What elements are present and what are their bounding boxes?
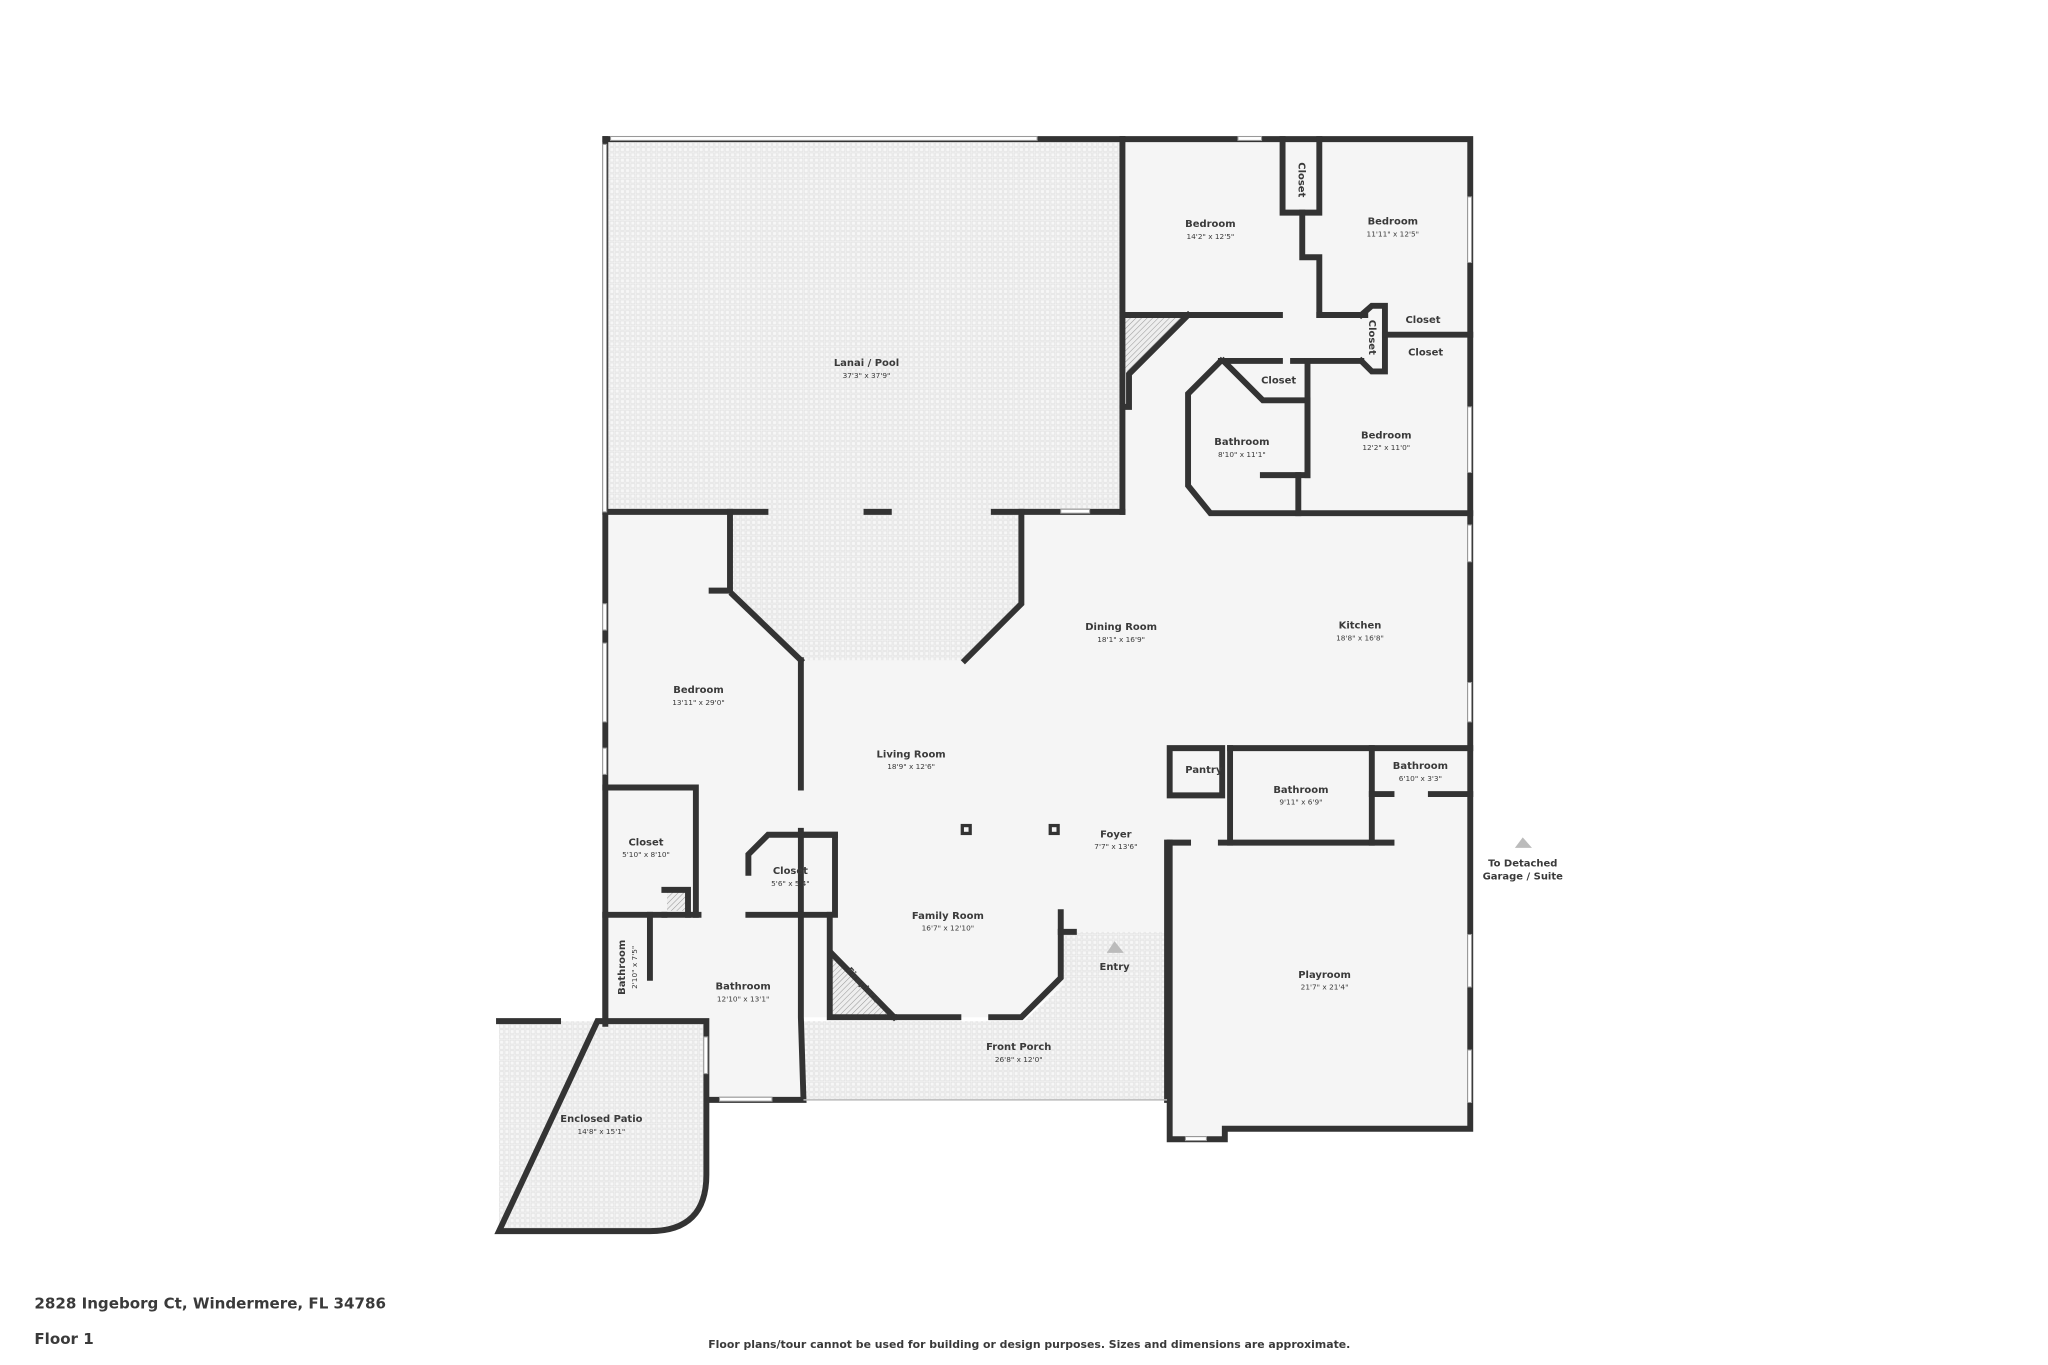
disclaimer: Floor plans/tour cannot be used for buil… xyxy=(708,1338,1350,1351)
svg-text:Bathroom: Bathroom xyxy=(617,940,628,995)
room-closet-b: Closet xyxy=(1405,315,1440,326)
floor-label: Floor 1 xyxy=(34,1330,93,1348)
room-bedroom-1: Bedroom 14'2" x 12'5" xyxy=(1185,219,1236,241)
svg-text:Bathroom: Bathroom xyxy=(1273,785,1328,796)
room-playroom: Playroom 21'7" x 21'4" xyxy=(1298,970,1351,992)
svg-text:Foyer: Foyer xyxy=(1100,829,1132,840)
svg-text:5'6" x 5'4": 5'6" x 5'4" xyxy=(771,879,809,888)
svg-text:12'2" x 11'0": 12'2" x 11'0" xyxy=(1362,443,1410,452)
room-closet-d: Closet xyxy=(1366,320,1377,355)
svg-text:11'11" x 12'5": 11'11" x 12'5" xyxy=(1367,229,1420,238)
svg-text:Bedroom: Bedroom xyxy=(1185,219,1236,230)
svg-text:Front Porch: Front Porch xyxy=(986,1042,1051,1053)
svg-text:To Detached: To Detached xyxy=(1488,858,1557,869)
svg-text:2'10" x 7'5": 2'10" x 7'5" xyxy=(630,946,639,989)
room-bedroom-4: Bedroom 13'11" x 29'0" xyxy=(672,685,725,707)
svg-text:Bedroom: Bedroom xyxy=(1361,430,1412,441)
svg-text:9'11" x 6'9": 9'11" x 6'9" xyxy=(1279,798,1322,807)
room-bedroom-3: Bedroom 12'2" x 11'0" xyxy=(1361,430,1412,452)
svg-text:Bathroom: Bathroom xyxy=(1214,437,1269,448)
svg-text:16'7" x 12'10": 16'7" x 12'10" xyxy=(922,924,975,933)
svg-text:Garage / Suite: Garage / Suite xyxy=(1483,871,1563,882)
svg-text:Family Room: Family Room xyxy=(912,911,984,922)
room-pantry: Pantry xyxy=(1185,765,1223,776)
svg-text:Dining Room: Dining Room xyxy=(1085,622,1157,633)
svg-text:Lanai / Pool: Lanai / Pool xyxy=(834,358,899,369)
room-lanai-pool: Lanai / Pool 37'3" x 37'9" xyxy=(834,358,899,380)
room-bathroom-2: Bathroom 9'11" x 6'9" xyxy=(1273,785,1328,807)
svg-text:Playroom: Playroom xyxy=(1298,970,1351,981)
room-bathroom-1: Bathroom 8'10" x 11'1" xyxy=(1214,437,1269,459)
room-enclosed-patio: Enclosed Patio 14'8" x 15'1" xyxy=(560,1114,642,1136)
room-foyer: Foyer 7'7" x 13'6" xyxy=(1094,829,1137,851)
svg-text:8'10" x 11'1": 8'10" x 11'1" xyxy=(1218,450,1266,459)
svg-text:37'3" x 37'9": 37'3" x 37'9" xyxy=(843,371,891,380)
room-closet-c: Closet xyxy=(1408,348,1443,359)
svg-text:18'8" x 16'8": 18'8" x 16'8" xyxy=(1336,634,1384,643)
svg-text:18'9" x 12'6": 18'9" x 12'6" xyxy=(887,762,935,771)
svg-text:12'10" x 13'1": 12'10" x 13'1" xyxy=(717,994,770,1003)
svg-text:13'11" x 29'0": 13'11" x 29'0" xyxy=(672,698,725,707)
svg-text:Kitchen: Kitchen xyxy=(1339,621,1382,632)
svg-text:Bathroom: Bathroom xyxy=(716,982,771,993)
svg-text:Enclosed Patio: Enclosed Patio xyxy=(560,1114,642,1125)
address: 2828 Ingeborg Ct, Windermere, FL 34786 xyxy=(34,1295,386,1313)
svg-text:Closet: Closet xyxy=(628,837,663,848)
svg-text:Bedroom: Bedroom xyxy=(673,685,724,696)
floor-fills xyxy=(499,139,1471,1232)
room-family: Family Room 16'7" x 12'10" xyxy=(912,911,984,933)
garage-arrow-icon[interactable] xyxy=(1514,837,1532,848)
svg-text:21'7" x 21'4": 21'7" x 21'4" xyxy=(1301,983,1349,992)
garage-link-label[interactable]: To Detached Garage / Suite xyxy=(1483,858,1563,882)
svg-text:Closet: Closet xyxy=(773,866,808,877)
svg-text:5'10" x 8'10": 5'10" x 8'10" xyxy=(622,850,670,859)
room-closet-a: Closet xyxy=(1295,162,1306,197)
room-living: Living Room 18'9" x 12'6" xyxy=(877,749,946,771)
room-labels: Lanai / Pool 37'3" x 37'9" Bedroom 14'2" x… xyxy=(560,162,1563,1136)
room-front-porch: Front Porch 26'8" x 12'0" xyxy=(986,1042,1051,1064)
windows xyxy=(602,135,1473,1142)
svg-text:6'10" x 3'3": 6'10" x 3'3" xyxy=(1399,774,1442,783)
svg-text:26'8" x 12'0": 26'8" x 12'0" xyxy=(995,1055,1043,1064)
svg-text:14'8" x 15'1": 14'8" x 15'1" xyxy=(577,1127,625,1136)
room-closet-f: Closet 5'10" x 8'10" xyxy=(622,837,670,859)
svg-text:Bathroom: Bathroom xyxy=(1393,761,1448,772)
room-dining: Dining Room 18'1" x 16'9" xyxy=(1085,622,1157,644)
room-bedroom-2: Bedroom 11'11" x 12'5" xyxy=(1367,216,1420,238)
room-entry: Entry xyxy=(1100,962,1131,973)
room-closet-g: Closet 5'6" x 5'4" xyxy=(771,866,809,888)
svg-text:Living Room: Living Room xyxy=(877,749,946,760)
room-bathroom-3: Bathroom 6'10" x 3'3" xyxy=(1393,761,1448,783)
room-closet-e: Closet xyxy=(1261,375,1296,386)
svg-text:14'2" x 12'5": 14'2" x 12'5" xyxy=(1186,232,1234,241)
svg-text:18'1" x 16'9": 18'1" x 16'9" xyxy=(1097,635,1145,644)
entry-arrow-icon xyxy=(1106,941,1124,953)
walls xyxy=(494,136,1474,1235)
svg-text:7'7" x 13'6": 7'7" x 13'6" xyxy=(1094,842,1137,851)
room-kitchen: Kitchen 18'8" x 16'8" xyxy=(1336,621,1384,643)
svg-text:Bedroom: Bedroom xyxy=(1368,216,1419,227)
